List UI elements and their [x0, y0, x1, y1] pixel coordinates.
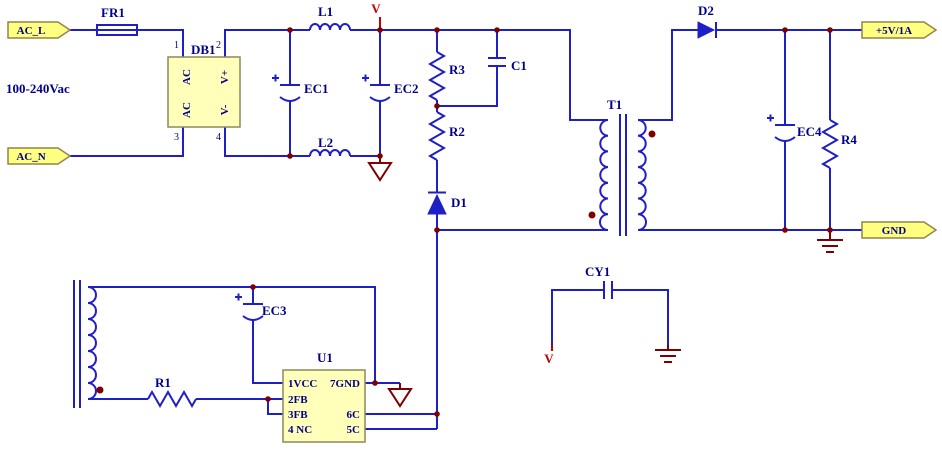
diode-d2: D2: [697, 3, 717, 39]
y-capacitor-cy1: CY1: [585, 264, 613, 299]
diode-d2-triangle: [697, 21, 716, 39]
diode-d1: D1: [427, 191, 467, 215]
junction-dots: [250, 27, 833, 417]
port-gnd-label: GND: [882, 225, 907, 237]
secondary-winding: [637, 119, 647, 231]
net-v-top-text: V: [371, 1, 381, 16]
transformer-t1-label: T1: [607, 97, 622, 112]
port-ac-n: AC_N: [7, 147, 72, 165]
inductor-l2: L2: [309, 135, 351, 157]
diode-d1-label: D1: [451, 195, 467, 210]
db1-pin-ac-bottom: AC: [181, 102, 193, 118]
db1-pin3-number: 3: [174, 132, 179, 143]
resistor-r2: R2: [427, 111, 465, 161]
plus-mark: [767, 114, 774, 122]
inductor-l1: L1: [309, 4, 351, 31]
u1-pin-vcc: 1VCC: [288, 378, 317, 390]
db1-pin2-number: 2: [216, 40, 221, 51]
ground-triangle-controller: [387, 383, 413, 408]
earth-ground-output: [817, 230, 843, 253]
capacitor-ec4: EC4: [767, 114, 822, 142]
plus-mark: [235, 293, 242, 301]
port-ac-l-shape: [7, 21, 72, 39]
u1-pin-c5: 5C: [347, 424, 361, 436]
resistor-r2-label: R2: [449, 124, 465, 139]
db1-pin-vminus: V-: [219, 104, 231, 115]
resistor-r3-label: R3: [449, 62, 465, 77]
aux-winding: [73, 280, 104, 408]
diode-d1-triangle: [427, 193, 447, 215]
resistor-r1-label: R1: [155, 375, 171, 390]
capacitor-ec2: EC2: [362, 74, 419, 102]
resistor-r3: R3: [427, 51, 465, 101]
bridge-body: [167, 56, 241, 128]
transformer-t1: T1: [588, 97, 656, 236]
capacitor-cy1-label: CY1: [585, 264, 610, 279]
primary-polarity-dot: [588, 211, 596, 219]
port-gnd: GND: [861, 221, 938, 239]
capacitor-c1-label: C1: [511, 58, 527, 73]
resistor-r1: R1: [147, 375, 197, 409]
controller-u1-label: U1: [317, 350, 333, 365]
inductor-l2-label: L2: [318, 135, 333, 150]
port-vout-label: +5V/1A: [876, 25, 912, 37]
db1-pin4-number: 4: [216, 132, 221, 143]
controller-body: [282, 369, 366, 443]
capacitor-ec1-label: EC1: [304, 81, 329, 96]
u1-pin-fb2: 2FB: [288, 394, 308, 406]
net-label-v-top: V: [371, 1, 381, 30]
net-label-v-cy1: V: [544, 345, 554, 366]
primary-winding: [599, 119, 609, 231]
inductor-l1-label: L1: [318, 4, 333, 19]
net-v-cy1-text: V: [544, 351, 554, 366]
capacitor-c1: C1: [488, 57, 527, 73]
bridge-rectifier-db1: DB1 1 2 3 4 AC AC V+ V-: [167, 40, 241, 143]
db1-pin-vplus: V+: [219, 70, 231, 84]
controller-u1: U1 1VCC 2FB 3FB 4 NC 7GND 6C 5C: [282, 350, 366, 443]
port-ac-n-label: AC_N: [16, 151, 45, 163]
ground-triangle-primary: [367, 156, 393, 182]
fuse-fr1-label: FR1: [101, 5, 125, 20]
port-gnd-shape: [861, 221, 938, 239]
port-vout: +5V/1A: [861, 21, 938, 39]
secondary-polarity-dot: [648, 130, 656, 138]
u1-pin-c6: 6C: [347, 409, 361, 421]
earth-ground-cy1: [655, 345, 681, 363]
plus-mark: [272, 74, 279, 82]
port-ac-n-shape: [7, 147, 72, 165]
u1-pin-fb3: 3FB: [288, 409, 308, 421]
diode-d2-label: D2: [698, 3, 714, 18]
capacitor-ec2-label: EC2: [394, 81, 419, 96]
bridge-db1-label: DB1: [191, 42, 216, 57]
port-ac-l: AC_L: [7, 21, 72, 39]
capacitor-ec1: EC1: [272, 74, 329, 102]
transformer-core: [619, 114, 627, 236]
db1-pin1-number: 1: [174, 40, 179, 51]
port-vout-shape: [861, 21, 938, 39]
aux-core: [73, 280, 81, 408]
input-voltage-rating: 100-240Vac: [6, 81, 70, 96]
port-ac-l-label: AC_L: [17, 25, 46, 37]
db1-pin-ac-top: AC: [181, 69, 193, 85]
u1-pin-gnd: 7GND: [330, 378, 360, 390]
fuse-fr1: FR1: [96, 5, 138, 36]
capacitor-ec4-label: EC4: [797, 124, 822, 139]
u1-pin-nc: 4 NC: [288, 424, 312, 436]
resistor-r4: R4: [820, 119, 857, 169]
capacitor-ec3-label: EC3: [262, 303, 287, 318]
aux-coil: [87, 286, 97, 400]
plus-mark: [362, 74, 369, 82]
capacitor-ec3: EC3: [235, 293, 287, 321]
aux-polarity-dot: [96, 386, 104, 394]
resistor-r4-label: R4: [841, 132, 857, 147]
